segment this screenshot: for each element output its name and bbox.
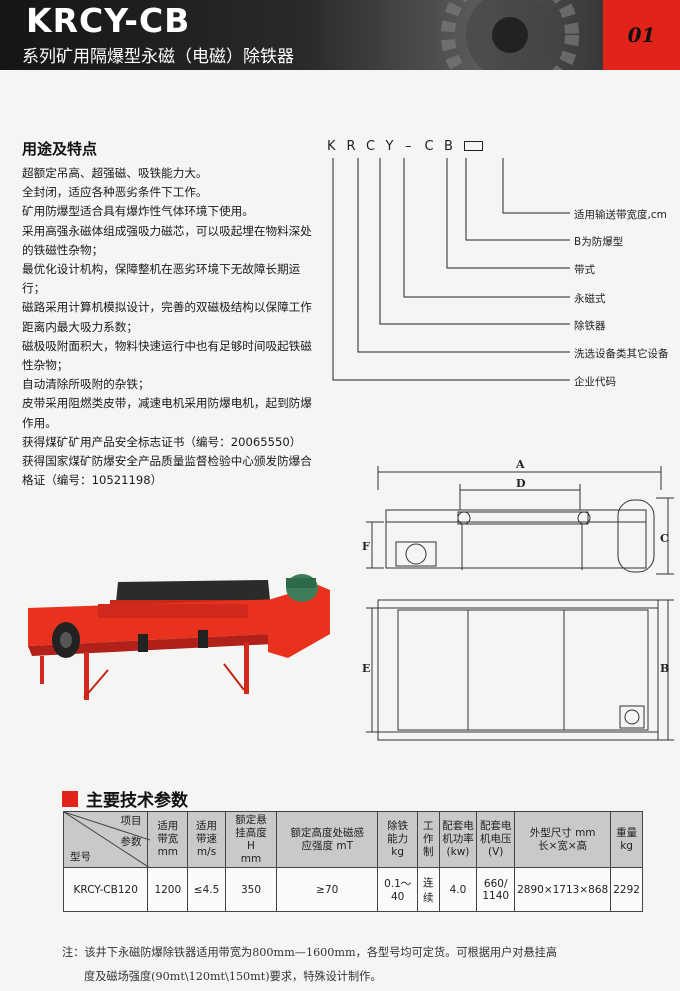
feature-line: 磁极吸附面积大，物料快速运行中也有足够时间吸起铁磁性杂物； [22,338,312,373]
page-number: 01 [627,23,656,47]
cell-weight: 2292 [610,867,643,912]
header-motor-voltage: 配套电机电压(V) [476,811,516,868]
features-list: 超额定吊高、超强磁、吸铁能力大。 全封闭，适应各种恶劣条件下工作。 矿用防爆型适… [22,164,322,490]
cell-speed: ≤4.5 [187,867,226,912]
corner-header-cell: 项目 参数 型号 [62,811,150,868]
heading-marker-icon [62,790,78,807]
cell-model: KRCY-CB120 [62,867,149,912]
product-photo [28,574,330,700]
code-letter: Y [385,139,394,154]
legend-label: 洗选设备类其它设备 [574,348,669,360]
code-letter: B [444,139,453,154]
footnote: 注：该井下永磁防爆除铁器适用带宽为800mm—1600mm，各型号均可定货。可根… [62,941,652,989]
diagonal-lines [64,812,150,868]
feature-line: 最优化设计机构，保障整机在恶劣环境下无故障长期运行； [22,262,301,296]
dim-label-f: F [362,540,370,553]
cell-power: 4.0 [438,867,478,912]
dim-label-e: E [362,662,370,675]
code-letter: R [346,139,356,154]
cell-capacity: 0.1～40 [377,867,418,912]
cell-size: 2890×1713×868 [514,867,612,912]
feature-line: 采用高强永磁体组成强吸力磁芯，可以吸起埋在物料深处的铁磁性杂物； [22,223,312,257]
gear-decoration-icon [441,0,579,70]
dim-label-c: C [660,532,669,545]
dim-label-d: D [516,477,526,490]
page-number-block: 01 [603,0,680,70]
code-letter: – [405,139,412,154]
params-heading: 主要技术参数 [62,786,188,811]
params-title: 主要技术参数 [86,791,188,811]
cell-voltage: 660/1140 [476,867,516,912]
feature-line: 皮带采用阻燃类皮带，减速电机采用防爆电机，起到防爆作用。 [22,396,312,430]
footnote-line: 度及磁场强度(90mt\120mt\150mt)要求，特殊设计制作。 [84,970,382,983]
cell-width: 1200 [147,867,189,912]
legend-label: 适用输送带宽度,cm [574,209,667,221]
legend-label: 除铁器 [574,320,606,332]
table-row: KRCY-CB120 1200 ≤4.5 350 ≥70 0.1～40 连续 4… [62,867,643,912]
header-field-strength: 额定高度处磁感应强度 mT [276,811,379,868]
product-subtitle: 系列矿用隔爆型永磁（电磁）除铁器 [22,47,294,67]
code-letter: C [366,139,376,154]
dim-label-a: A [515,458,525,471]
feature-line: 超额定吊高、超强磁、吸铁能力大。 [22,166,208,180]
code-letter: K [327,139,336,154]
cell-field: ≥70 [276,867,379,912]
feature-line: 获得国家煤矿防爆安全产品质量监督检验中心颁发防爆合格证（编号：10521198） [22,454,312,488]
cell-duty: 连续 [416,867,440,912]
footnote-line: 注：该井下永磁防爆除铁器适用带宽为800mm—1600mm，各型号均可定货。可根… [62,946,558,959]
feature-line: 自动清除所吸附的杂铁； [22,377,150,392]
feature-line: 全封闭，适应各种恶劣条件下工作。 [22,185,208,200]
feature-line: 获得煤矿矿用产品安全标志证书（编号：20065550） [22,434,302,449]
header-motor-power: 配套电机功率(kw) [438,811,478,868]
header-duty: 工作制 [416,811,440,868]
code-placeholder-box [463,141,483,151]
corner-label-item: 项目 [120,815,142,827]
dimension-drawing: A D F C E B [362,458,674,741]
cell-height: 350 [224,867,278,912]
legend-label: 永磁式 [574,293,606,305]
dim-label-b: B [660,662,669,675]
product-model-title: KRCY-CB [26,1,191,40]
corner-label-model: 型号 [70,851,91,863]
legend-leader-lines [332,158,570,381]
page-header: KRCY-CB 系列矿用隔爆型永磁（电磁）除铁器 01 [0,0,680,70]
feature-line: 磁路采用计算机模拟设计，完善的双磁极结构以保障工作距离内最大吸力系数； [22,300,312,334]
corner-label-param: 参数 [120,836,142,848]
features-heading: 用途及特点 [22,140,98,158]
feature-line: 矿用防爆型适合具有爆炸性气体环境下使用。 [22,204,254,219]
code-letter: C [424,139,434,154]
legend-label: B为防爆型 [574,236,624,248]
legend-label: 带式 [574,264,595,276]
legend-label: 企业代码 [574,376,616,388]
